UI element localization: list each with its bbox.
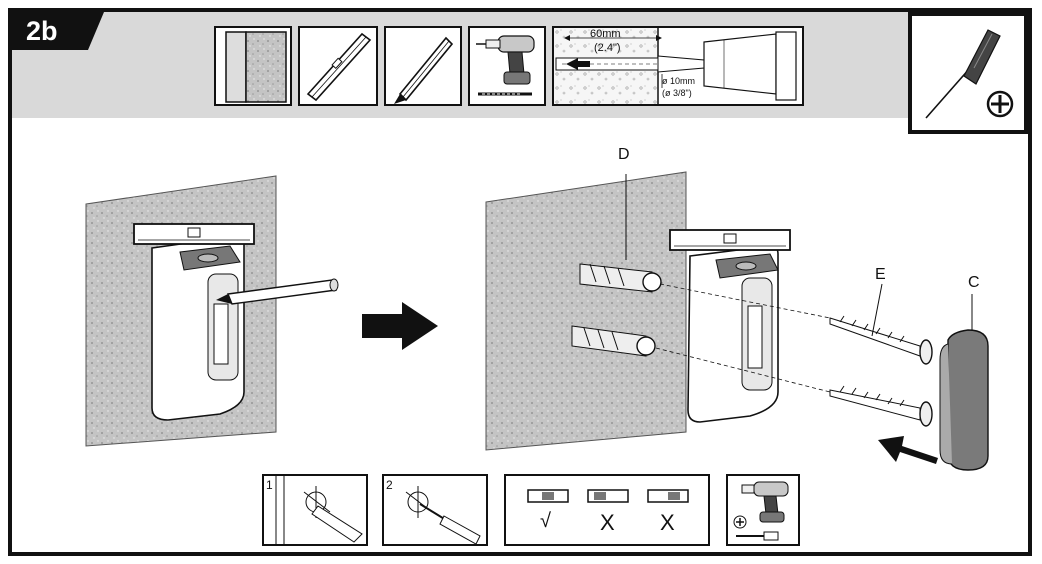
- level-box: [298, 26, 378, 106]
- level-ok-mark: √: [540, 510, 551, 532]
- drill-depth-detail: 60mm (2.4") ø 10mm (ø 3/8"): [552, 26, 804, 106]
- step-label: 2b: [26, 16, 58, 46]
- diameter-label: ø 10mm: [662, 76, 696, 86]
- wall-icon: [225, 31, 287, 103]
- drill-box: [468, 26, 546, 106]
- sub-step-2-box: 2: [382, 474, 488, 546]
- step-tab: [12, 12, 104, 50]
- pencil-icon: [394, 36, 454, 104]
- left-wall-illustration: [85, 175, 339, 447]
- sub-step-2-number: 2: [386, 478, 393, 492]
- pencil-box: [384, 26, 462, 106]
- wall-box: [214, 26, 292, 106]
- drill-icon: [476, 35, 535, 85]
- level-check-box: √ X X: [504, 474, 710, 546]
- arrow-right-icon: [362, 302, 438, 350]
- label-c: C: [968, 274, 980, 291]
- label-d: D: [618, 146, 630, 163]
- sub-step-1-box: 1: [262, 474, 368, 546]
- phillips-cross-icon: [986, 90, 1014, 118]
- label-e: E: [875, 266, 886, 283]
- diameter-imperial-label: (ø 3/8"): [662, 88, 692, 98]
- spirit-level-icon: [306, 32, 372, 102]
- drill-detail-drawing: [554, 28, 797, 104]
- mark-hole-drawing: [275, 476, 363, 544]
- arrow-left-icon: [878, 436, 938, 464]
- drill-bit-icon: [478, 92, 532, 96]
- phillips-screwdriver-icon: [925, 29, 1001, 119]
- right-assembly-illustration: [485, 171, 989, 471]
- drill-screwdriver-icon: [733, 481, 789, 541]
- sub-step-1-number: 1: [266, 478, 273, 492]
- depth-label: 60mm: [590, 28, 621, 40]
- tool-box: [908, 12, 1028, 134]
- drill-hole-drawing: [405, 486, 481, 545]
- level-bad-mark-1: X: [600, 510, 615, 535]
- level-check-drawing: [527, 489, 689, 503]
- level-bad-mark-2: X: [660, 510, 675, 535]
- depth-imperial-label: (2.4"): [594, 42, 621, 54]
- drill-screw-box: [726, 474, 800, 546]
